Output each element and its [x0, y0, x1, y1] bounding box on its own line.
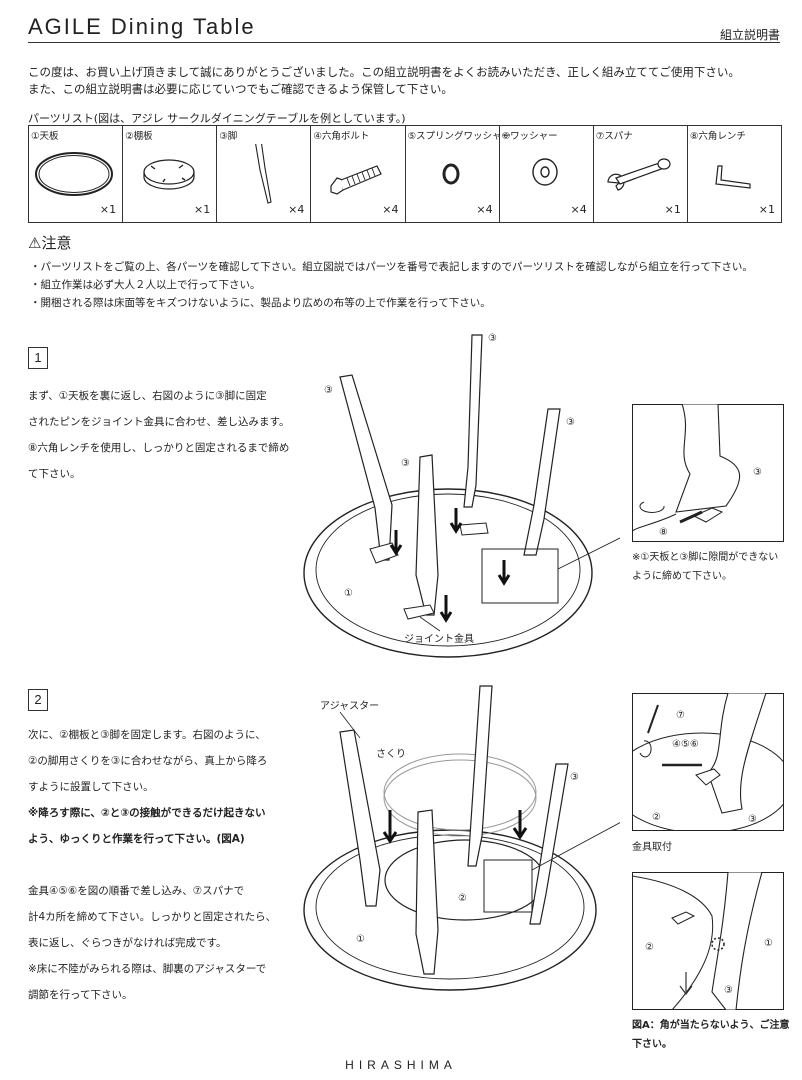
hex-wrench-icon [715, 165, 751, 189]
part-cell: ⑤スプリングワッシャー ×4 [406, 126, 511, 222]
parts-list-caption: パーツリスト(図は、アジレ サークルダイニングテーブルを例としています。) [28, 112, 406, 125]
part-name: ⑦スパナ [595, 131, 633, 142]
leg-label: ③ [324, 385, 333, 396]
step-2-line: 表に返し、ぐらつきがなければ完成です。 [28, 937, 227, 949]
part-cell: ⑧六角レンチ ×1 [688, 126, 781, 222]
hardware-label: ④⑤⑥ [672, 739, 699, 750]
leg-label: ③ [570, 772, 579, 783]
joint-fitting-label: ジョイント金具 [404, 634, 474, 645]
caution-item: ・パーツリストをご覧の上、各パーツを確認して下さい。組立図説ではパーツを番号で表… [30, 261, 753, 273]
shelf-board-icon [143, 159, 195, 190]
leg-label: ③ [401, 458, 410, 469]
step-2-line: 調節を行って下さい。 [28, 989, 133, 1001]
shelf-label: ② [652, 812, 661, 823]
tabletop-ring-icon [35, 152, 113, 196]
spanner-label: ⑦ [676, 710, 685, 721]
part-qty: ×4 [570, 203, 587, 216]
step-2-line: ②の脚用さくりを③に合わせながら、真上から降ろ [28, 755, 268, 767]
caution-heading: ⚠注意 [28, 234, 72, 252]
hardware-fitting-detail [632, 693, 784, 831]
step-2-line: ※床に不陸がみられる際は、脚裏のアジャスターで [28, 963, 267, 975]
part-qty: ×1 [664, 203, 681, 216]
part-name: ④六角ボルト [313, 131, 370, 142]
step-2-illustration [303, 685, 620, 991]
leg-label: ③ [566, 417, 575, 428]
leg-label: ③ [724, 985, 733, 996]
step-2-line [28, 852, 290, 878]
hex-bolt-icon [330, 165, 383, 195]
spanner-icon [607, 158, 671, 191]
leg-icon [255, 144, 272, 204]
intro-line: また、この組立説明書は必要に応じていつでもご確認できるよう保管して下さい。 [28, 82, 453, 96]
header-rule [28, 42, 780, 43]
tabletop-label: ① [344, 588, 353, 599]
note-line: ように締めて下さい。 [632, 571, 732, 582]
document-type-label: 組立説明書 [719, 28, 780, 42]
step-1-detail-illustration [632, 404, 784, 542]
intro-text: この度は、お買い上げ頂きまして誠にありがとうございました。この組立説明書をよくお… [28, 64, 788, 98]
part-name: ③脚 [219, 131, 238, 142]
step-1-line: まず、①天板を裏に返し、右図のように③脚に固定 [28, 390, 267, 402]
step-2-line: ※降ろす際に、②と③の接触ができるだけ起きない [28, 807, 266, 819]
step-1-line: ⑧六角レンチを使用し、しっかりと固定されるまで締め [28, 442, 290, 454]
fitting-caption: 金具取付 [632, 842, 672, 853]
shelf-label: ② [645, 942, 654, 953]
part-qty: ×4 [288, 203, 305, 216]
step-2-line: 金具④⑤⑥を図の順番で差し込み、⑦スパナで [28, 885, 245, 897]
step-2-number: 2 [28, 689, 48, 711]
caution-list: ・パーツリストをご覧の上、各パーツを確認して下さい。組立図説ではパーツを番号で表… [30, 258, 790, 312]
part-cell: ②棚板 ×1 [123, 126, 218, 222]
step-2-line: よう、ゆっくりと作業を行って下さい。(図A) [28, 833, 245, 845]
step-1-instructions: まず、①天板を裏に返し、右図のように③脚に固定 されたピンをジョイント金具に合わ… [28, 383, 290, 487]
part-name: ①天板 [31, 131, 59, 142]
leg-label: ③ [488, 333, 497, 344]
adjuster-label: アジャスター [320, 701, 380, 712]
step-1-line: て下さい。 [28, 468, 81, 480]
caution-item: ・組立作業は必ず大人２人以上で行って下さい。 [30, 279, 261, 291]
part-cell: ①天板 ×1 [29, 126, 124, 222]
page-title: AGILE Dining Table [28, 14, 256, 39]
leg-label: ③ [753, 467, 762, 478]
part-name: ⑧六角レンチ [689, 131, 746, 142]
step-2-line: 計4カ所を締めて下さい。しっかりと固定されたら、 [28, 911, 277, 923]
intro-line: この度は、お買い上げ頂きまして誠にありがとうございました。この組立説明書をよくお… [28, 65, 740, 79]
note-line: 下さい。 [632, 1039, 672, 1050]
part-name: ②棚板 [125, 131, 153, 142]
groove-label: さくり [376, 749, 406, 760]
brand-footer: HIRASHIMA [345, 1058, 457, 1072]
part-qty: ×1 [99, 203, 117, 216]
part-cell: ⑥ワッシャー ×4 [500, 126, 594, 222]
tabletop-label: ① [764, 938, 773, 949]
step-2-line: すように設置して下さい。 [28, 781, 154, 793]
part-name: ⑤スプリングワッシャー [407, 131, 512, 142]
part-qty: ×1 [194, 203, 211, 216]
part-name: ⑥ワッシャー [501, 131, 558, 142]
part-qty: ×4 [382, 203, 399, 216]
step-1-illustration [303, 334, 620, 658]
leg-label: ③ [748, 814, 757, 825]
tabletop-label: ① [356, 934, 365, 945]
step-1-detail-note: ※①天板と③脚に隙間ができない ように締めて下さい。 [632, 548, 778, 586]
hex-wrench-label: ⑧ [659, 527, 668, 538]
spring-washer-icon [442, 163, 459, 185]
note-line: 図A：角が当たらないよう、ご注意 [632, 1020, 790, 1031]
step-2-instructions: 次に、②棚板と③脚を固定します。右図のように、 ②の脚用さくりを③に合わせながら… [28, 722, 290, 1008]
caution-item: ・開梱される際は床面等をキズつけないように、製品より広めの布等の上で作業を行って… [30, 297, 491, 309]
note-line: ※①天板と③脚に隙間ができない [632, 552, 779, 563]
step-1-number: 1 [28, 347, 48, 369]
part-qty: ×1 [758, 203, 775, 216]
step-2-line: 次に、②棚板と③脚を固定します。右図のように、 [28, 729, 266, 741]
washer-icon [531, 158, 558, 186]
part-cell: ④六角ボルト ×4 [311, 126, 406, 222]
figure-a-detail [632, 872, 784, 1010]
shelf-label: ② [458, 893, 467, 904]
part-qty: ×4 [476, 203, 493, 216]
step-1-line: されたピンをジョイント金具に合わせ、差し込みます。 [28, 416, 290, 428]
parts-list-table: ①天板 ×1 ②棚板 ×1 ③脚 ×4 ④六角ボルト ×4 ⑤スプリングワッシャ… [28, 125, 782, 223]
part-cell: ⑦スパナ ×1 [594, 126, 688, 222]
figure-a-note: 図A：角が当たらないよう、ご注意 下さい。 [632, 1016, 790, 1054]
part-cell: ③脚 ×4 [217, 126, 312, 222]
